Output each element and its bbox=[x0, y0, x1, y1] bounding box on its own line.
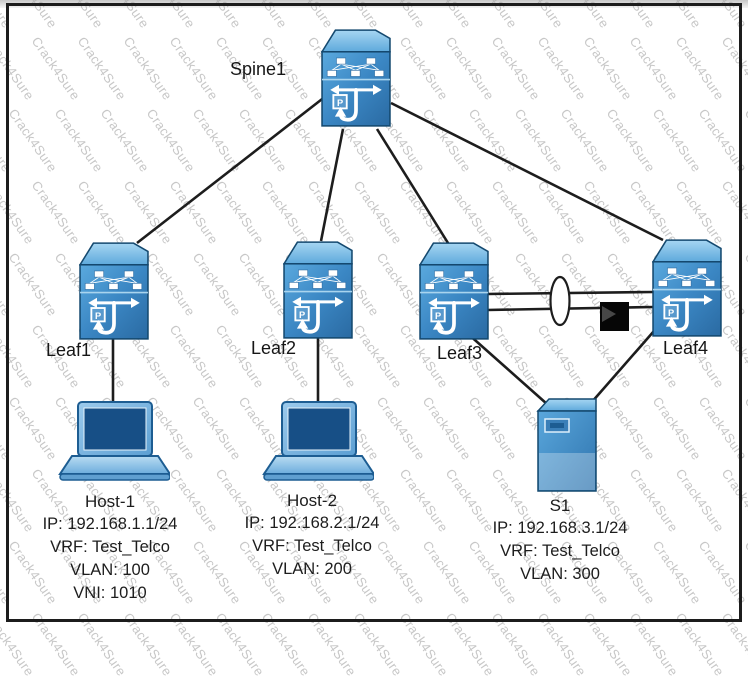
host1-label: Host-1 bbox=[84, 492, 136, 511]
host2-ip: IP: 192.168.2.1/24 bbox=[244, 514, 380, 532]
s1-server-icon bbox=[536, 397, 598, 493]
leaf4-switch-icon bbox=[652, 237, 722, 337]
diagram-border bbox=[6, 3, 742, 622]
leaf2-switch-icon bbox=[283, 239, 353, 339]
host1-info-block: Host-1 IP: 192.168.1.1/24 VRF: Test_Telc… bbox=[15, 490, 205, 605]
cursor-arrow-icon bbox=[602, 306, 616, 322]
topology-links bbox=[111, 94, 664, 407]
spine1-label: Spine1 bbox=[230, 59, 287, 79]
leaf1-label: Leaf1 bbox=[46, 340, 92, 360]
host1-vrf: VRF: Test_Telco bbox=[50, 538, 170, 556]
s1-vlan: VLAN: 300 bbox=[520, 565, 600, 583]
spine1-switch-icon bbox=[321, 27, 391, 127]
host1-ip: IP: 192.168.1.1/24 bbox=[42, 515, 178, 533]
host2-vrf: VRF: Test_Telco bbox=[252, 537, 372, 555]
host1-vni: VNI: 1010 bbox=[73, 584, 147, 602]
leaf4-label: Leaf4 bbox=[663, 338, 709, 358]
link-leaf3-leaf4-upper bbox=[486, 290, 655, 296]
leaf3-switch-icon bbox=[419, 240, 489, 340]
s1-info-block: S1 IP: 192.168.3.1/24 VRF: Test_Telco VL… bbox=[465, 494, 655, 586]
host2-laptop-icon bbox=[262, 400, 374, 484]
host2-vlan: VLAN: 200 bbox=[272, 560, 352, 578]
link-leaf4-s1 bbox=[590, 330, 655, 404]
host1-vlan: VLAN: 100 bbox=[70, 561, 150, 579]
s1-vrf: VRF: Test_Telco bbox=[500, 542, 620, 560]
link-spine1-leaf3 bbox=[375, 128, 450, 244]
link-spine1-leaf4 bbox=[390, 101, 664, 242]
link-spine1-leaf1 bbox=[136, 94, 327, 245]
host2-label: Host-2 bbox=[286, 491, 338, 510]
link-spine1-leaf2 bbox=[319, 128, 345, 242]
host2-info-block: Host-2 IP: 192.168.2.1/24 VRF: Test_Telc… bbox=[217, 489, 407, 581]
leaf1-switch-icon bbox=[79, 240, 149, 340]
s1-label: S1 bbox=[549, 496, 571, 515]
leaf2-label: Leaf2 bbox=[251, 338, 297, 358]
port-channel-ellipse bbox=[549, 275, 571, 327]
s1-ip: IP: 192.168.3.1/24 bbox=[492, 519, 628, 537]
host1-laptop-icon bbox=[58, 400, 170, 484]
link-leaf3-s1 bbox=[466, 332, 548, 405]
leaf3-label: Leaf3 bbox=[437, 343, 483, 363]
